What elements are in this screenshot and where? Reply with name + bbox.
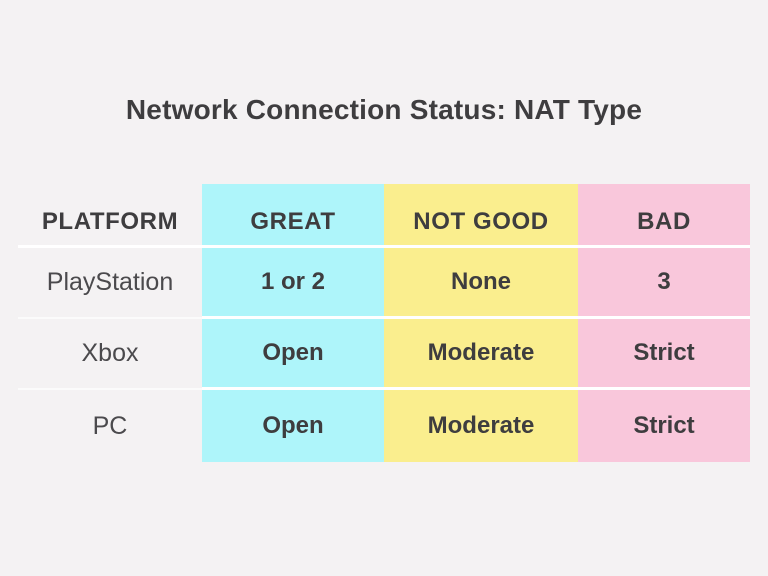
column-header-not-good: NOT GOOD: [384, 184, 578, 248]
cell-pc-not-good: Moderate: [384, 390, 578, 462]
cell-pc-great: Open: [202, 390, 384, 462]
cell-xbox-not-good: Moderate: [384, 319, 578, 390]
row-label-pc: PC: [92, 411, 128, 440]
row-label-xbox: Xbox: [18, 319, 202, 390]
row-label-playstation: PlayStation: [18, 248, 202, 319]
cell-xbox-bad: Strict: [578, 319, 750, 390]
cell-playstation-bad: 3: [578, 248, 750, 319]
cell-playstation-not-good: None: [384, 248, 578, 319]
page-title: Network Connection Status: NAT Type: [125, 94, 643, 125]
column-header-great: GREAT: [202, 184, 384, 248]
cell-playstation-great: 1 or 2: [202, 248, 384, 319]
column-header-platform: PLATFORM: [18, 184, 202, 248]
column-header-bad: BAD: [578, 184, 750, 248]
nat-type-table: PLATFORM GREAT NOT GOOD BAD PlayStation …: [18, 184, 750, 462]
cell-xbox-great: Open: [202, 319, 384, 390]
cell-pc-bad: Strict: [578, 390, 750, 462]
